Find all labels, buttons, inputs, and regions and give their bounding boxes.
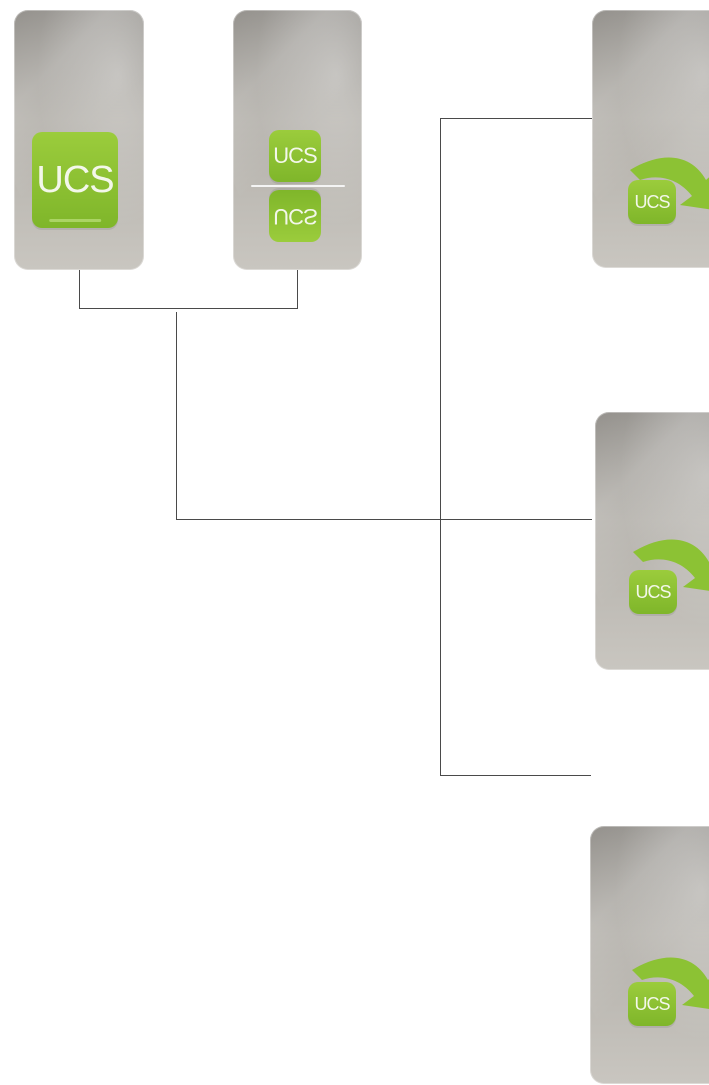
connector-to-top	[440, 118, 592, 119]
ucs-logo-badge-bottom-mirrored: UCS	[269, 190, 321, 242]
connector-left-down	[79, 270, 80, 308]
ucs-logo-text: UCS	[634, 191, 670, 212]
ucs-logo-text-top: UCS	[273, 143, 317, 168]
connector-split-down	[297, 270, 298, 308]
connector-join-down	[176, 312, 177, 520]
ucs-arrow-tile-middle[interactable]: UCS	[595, 412, 709, 670]
tile-sheen	[590, 826, 709, 1084]
ucs-split-tile[interactable]: UCS UCS	[233, 10, 362, 270]
connector-to-bottom	[440, 775, 591, 776]
ucs-logo-badge: UCS	[628, 982, 676, 1026]
split-divider	[251, 185, 345, 187]
badge-underline	[49, 219, 101, 222]
connector-join	[79, 308, 298, 309]
green-arrow-icon	[633, 539, 709, 591]
ucs-arrow-tile-bottom[interactable]: UCS	[590, 826, 709, 1084]
ucs-logo-badge: UCS	[32, 132, 118, 228]
connector-trunk	[440, 118, 441, 776]
connector-to-middle	[176, 519, 592, 520]
ucs-logo-badge: UCS	[628, 180, 676, 224]
ucs-arrow-tile-top[interactable]: UCS	[592, 10, 709, 268]
ucs-logo-text-bottom: UCS	[273, 204, 317, 229]
ucs-logo-text: UCS	[634, 993, 670, 1014]
ucs-logo-badge-top: UCS	[269, 130, 321, 182]
ucs-full-tile[interactable]: UCS	[14, 10, 144, 270]
ucs-logo-text: UCS	[635, 581, 671, 602]
green-arrow-icon	[630, 157, 709, 210]
ucs-logo-badge: UCS	[629, 570, 677, 614]
tile-sheen	[592, 10, 709, 268]
tile-sheen	[595, 412, 709, 670]
ucs-logo-text: UCS	[36, 158, 114, 201]
green-arrow-icon	[632, 957, 709, 1009]
